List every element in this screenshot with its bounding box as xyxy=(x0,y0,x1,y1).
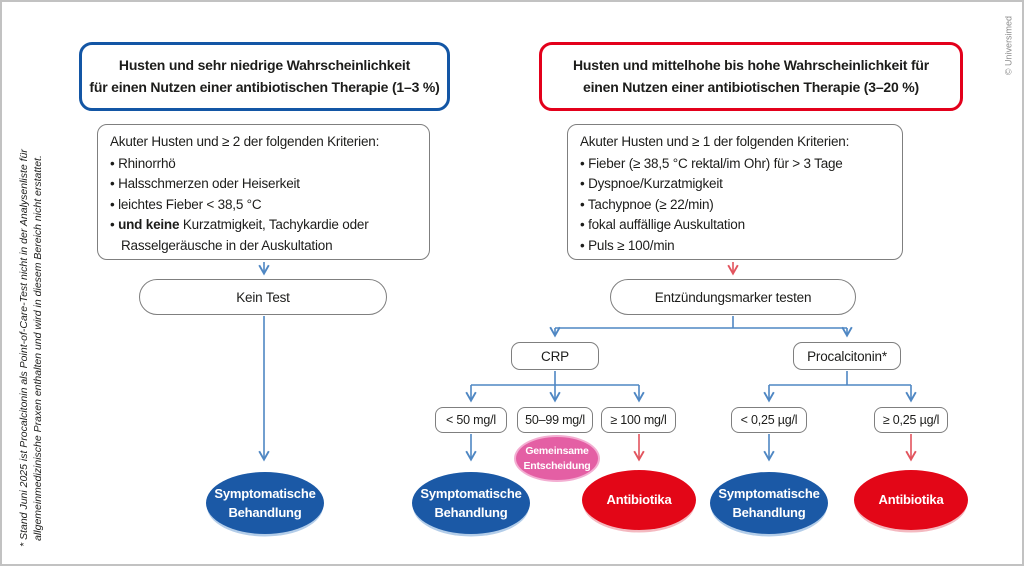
outcome-shared-decision: Gemeinsame Entscheidung xyxy=(514,435,600,482)
node-pct-above-025: ≥ 0,25 µg/l xyxy=(874,407,948,433)
outcome-antibiotics-crp: Antibiotika xyxy=(582,470,696,530)
node-entzuendungsmarker-testen: Entzündungsmarker testen xyxy=(610,279,856,315)
title-line: Husten und mittelhohe bis hohe Wahrschei… xyxy=(572,56,930,73)
outcome-line: Symptomatische xyxy=(214,485,316,501)
title-box-low-probability: Husten und sehr niedrige Wahrscheinlichk… xyxy=(79,42,450,111)
criteria-item: • leichtes Fieber < 38,5 °C xyxy=(110,196,262,212)
outcome-line: Symptomatische xyxy=(718,485,820,501)
footnote-procalcitonin: * Stand Juni 2025 ist Procalcitonin als … xyxy=(18,112,46,564)
criteria-heading: Akuter Husten und ≥ 2 der folgenden Krit… xyxy=(110,134,380,149)
criteria-heading: Akuter Husten und ≥ 1 der folgenden Krit… xyxy=(580,134,850,149)
outcome-line: Antibiotika xyxy=(606,492,672,508)
outcome-line: Symptomatische xyxy=(420,485,522,501)
node-pct-below-025: < 0,25 µg/l xyxy=(731,407,807,433)
copyright-credit: © Universimed xyxy=(1003,15,1014,76)
node-crp: CRP xyxy=(511,342,599,370)
outcome-symptomatic-treatment-crp: Symptomatische Behandlung xyxy=(412,472,530,534)
node-crp-below-50: < 50 mg/l xyxy=(435,407,507,433)
outcome-line: Gemeinsame xyxy=(525,445,589,458)
footnote-line1: * Stand Juni 2025 ist Procalcitonin als … xyxy=(18,149,30,547)
footnote-line2: allgemeinmedizinische Praxen enthalten u… xyxy=(31,155,44,541)
criteria-item: • und keine Kurzatmigkeit, Tachykardie o… xyxy=(110,217,369,253)
criteria-item: • fokal auffällige Auskultation xyxy=(580,217,745,233)
criteria-box-right: Akuter Husten und ≥ 1 der folgenden Krit… xyxy=(567,124,903,260)
title-line: für einen Nutzen einer antibiotischen Th… xyxy=(89,78,440,95)
node-crp-above-100: ≥ 100 mg/l xyxy=(601,407,676,433)
outcome-symptomatic-treatment-pct: Symptomatische Behandlung xyxy=(710,472,828,534)
criteria-item: • Rhinorrhö xyxy=(110,155,176,171)
title-box-high-probability: Husten und mittelhohe bis hohe Wahrschei… xyxy=(539,42,963,111)
criteria-list: • Rhinorrhö • Halsschmerzen oder Heiserke… xyxy=(110,154,419,257)
criteria-item: • Puls ≥ 100/min xyxy=(580,237,675,253)
criteria-item: • Tachypnoe (≥ 22/min) xyxy=(580,196,714,212)
node-procalcitonin: Procalcitonin* xyxy=(793,342,901,370)
outcome-line: Behandlung xyxy=(732,505,806,520)
outcome-line: Antibiotika xyxy=(878,492,944,508)
criteria-item: • Fieber (≥ 38,5 °C rektal/im Ohr) für >… xyxy=(580,155,843,171)
outcome-line: Entscheidung xyxy=(523,459,591,472)
title-line: einen Nutzen einer antibiotischen Therap… xyxy=(583,78,919,95)
criteria-box-left: Akuter Husten und ≥ 2 der folgenden Krit… xyxy=(97,124,430,260)
node-crp-50-99: 50–99 mg/l xyxy=(517,407,593,433)
title-line: Husten und sehr niedrige Wahrscheinlichk… xyxy=(118,56,411,73)
criteria-item: • Dyspnoe/Kurzatmigkeit xyxy=(580,176,723,192)
node-kein-test: Kein Test xyxy=(139,279,387,315)
outcome-symptomatic-treatment-left: Symptomatische Behandlung xyxy=(206,472,324,534)
criteria-list: • Fieber (≥ 38,5 °C rektal/im Ohr) für >… xyxy=(580,154,892,257)
outcome-line: Behandlung xyxy=(434,505,508,520)
outcome-line: Behandlung xyxy=(228,505,302,520)
outcome-antibiotics-pct: Antibiotika xyxy=(854,470,968,530)
criteria-item: • Halsschmerzen oder Heiserkeit xyxy=(110,176,300,192)
